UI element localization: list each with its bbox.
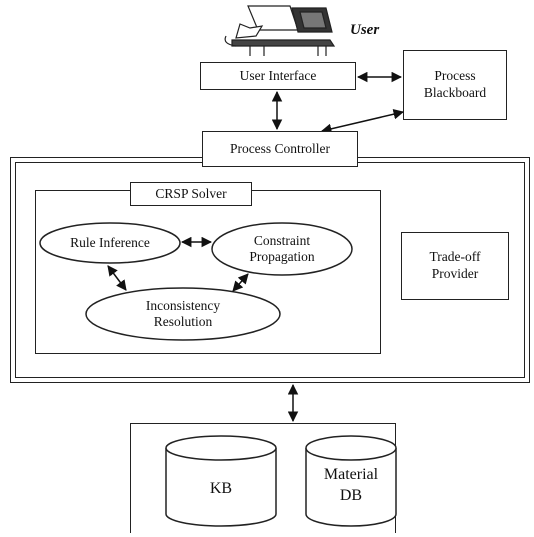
process-controller-box[interactable]: Process Controller — [202, 131, 358, 167]
user-label: User — [350, 22, 380, 38]
rule-inference-ellipse — [39, 222, 181, 264]
process-blackboard-label: Process Blackboard — [423, 68, 487, 100]
kb-label: KB — [209, 480, 233, 497]
arrow-blackboard-controller — [320, 109, 405, 134]
arrow-rule-inconsistency — [107, 265, 127, 291]
crsp-solver-label: CRSP Solver — [155, 185, 227, 201]
arrow-constraint-inconsistency — [232, 273, 249, 292]
inconsistency-resolution-label: Inconsistency Resolution — [145, 298, 221, 329]
rule-inference-label: Rule Inference — [70, 235, 150, 250]
constraint-propagation-label: Constraint Propagation — [249, 233, 315, 264]
tradeoff-provider-box[interactable]: Trade-off Provider — [401, 232, 509, 300]
material-db-label: Material DB — [323, 466, 379, 504]
tradeoff-provider-label: Trade-off Provider — [429, 249, 481, 281]
constraint-propagation-ellipse — [211, 222, 353, 276]
user-interface-label: User Interface — [239, 67, 317, 83]
kb-cylinder — [165, 435, 277, 527]
process-blackboard-box[interactable]: Process Blackboard — [403, 50, 507, 120]
inconsistency-resolution-ellipse — [85, 287, 281, 341]
material-db-cylinder — [305, 435, 397, 527]
user-interface-box[interactable]: User Interface — [200, 62, 356, 90]
crsp-solver-title[interactable]: CRSP Solver — [130, 182, 252, 206]
process-controller-label: Process Controller — [229, 140, 331, 156]
